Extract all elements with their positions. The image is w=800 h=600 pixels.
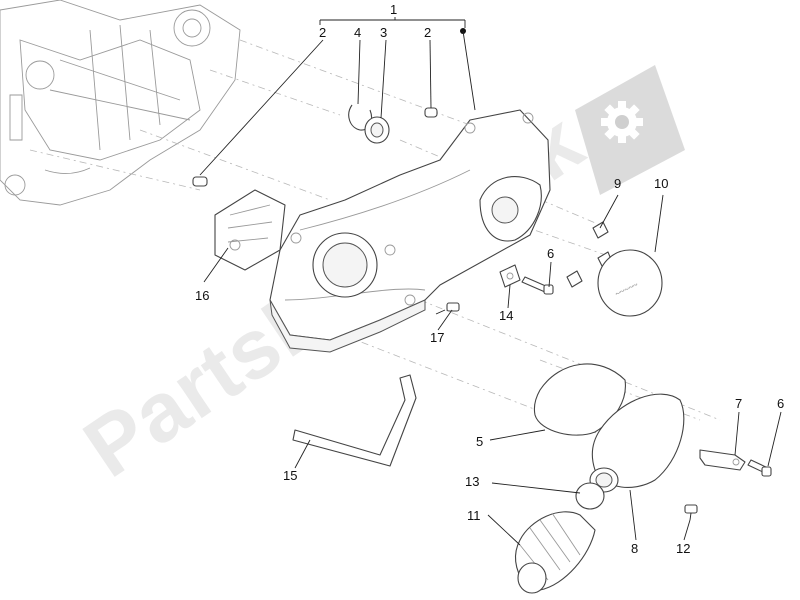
nut-9 bbox=[592, 221, 609, 239]
bearing bbox=[364, 116, 390, 144]
crankcase-cover bbox=[269, 109, 551, 353]
drain-tube bbox=[292, 374, 417, 467]
fan-cover bbox=[214, 189, 286, 271]
callout-3: 3 bbox=[380, 25, 387, 40]
callout-2a: 2 bbox=[319, 25, 326, 40]
bracket-7 bbox=[699, 449, 746, 471]
callout-8: 8 bbox=[631, 541, 638, 556]
callout-2b: 2 bbox=[424, 25, 431, 40]
callout-13: 13 bbox=[465, 474, 479, 489]
callout-1: 1 bbox=[390, 2, 397, 17]
bolt-6-top bbox=[521, 276, 554, 295]
callout-5: 5 bbox=[476, 434, 483, 449]
bolt-6-right bbox=[747, 459, 772, 477]
leader-lines bbox=[199, 17, 782, 546]
callout-labels: 1 2 4 3 2 9 10 6 16 14 17 7 6 5 15 13 11… bbox=[195, 2, 784, 556]
bellows-duct bbox=[514, 511, 596, 594]
dowel-pin-left bbox=[192, 176, 208, 187]
callout-11: 11 bbox=[467, 508, 481, 523]
callout-12: 12 bbox=[676, 541, 690, 556]
callout-15: 15 bbox=[283, 468, 297, 483]
callout-6a: 6 bbox=[547, 246, 554, 261]
bracket-14 bbox=[499, 264, 521, 288]
emblem-cap: ~~~~~ bbox=[597, 249, 663, 317]
clamp-ring bbox=[575, 482, 605, 510]
gear-flag-icon bbox=[575, 65, 685, 195]
dowel-pin-right bbox=[424, 107, 438, 118]
callout-9: 9 bbox=[614, 176, 621, 191]
callout-7: 7 bbox=[735, 396, 742, 411]
screw-17 bbox=[435, 302, 460, 315]
nut-small bbox=[566, 270, 583, 288]
gasket bbox=[533, 363, 626, 436]
callout-6b: 6 bbox=[777, 396, 784, 411]
crankcase-outline bbox=[0, 0, 241, 206]
callout-10: 10 bbox=[654, 176, 668, 191]
callout-17: 17 bbox=[430, 330, 444, 345]
callout-14: 14 bbox=[499, 308, 513, 323]
screw-12 bbox=[684, 504, 698, 521]
callout-4: 4 bbox=[354, 25, 361, 40]
callout-16: 16 bbox=[195, 288, 209, 303]
